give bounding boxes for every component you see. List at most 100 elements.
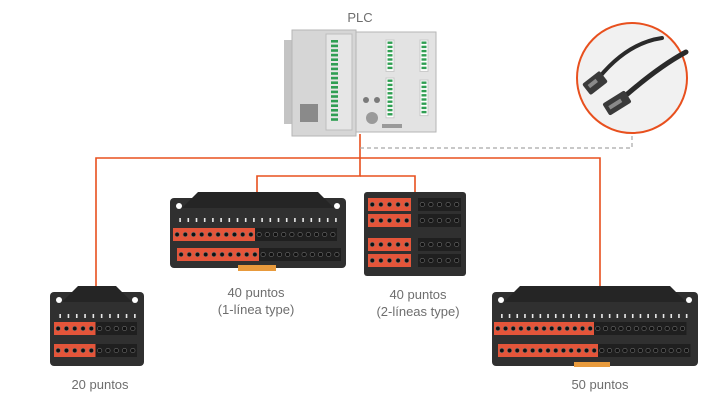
- din-latch: [238, 265, 276, 271]
- terminal-screw: [395, 242, 401, 248]
- terminal-screw: [182, 232, 188, 238]
- terminal-screw: [378, 242, 384, 248]
- terminal-screw: [378, 202, 384, 208]
- terminal-screw: [514, 347, 520, 353]
- terminal-screw: [454, 218, 460, 224]
- terminal-screw: [645, 347, 651, 353]
- terminal-screw: [676, 347, 682, 353]
- terminal-screw: [55, 325, 61, 331]
- terminal-screw: [130, 325, 136, 331]
- terminal-screw: [549, 325, 555, 331]
- terminal-screw: [386, 257, 392, 263]
- terminal-screw: [334, 252, 340, 258]
- terminal-screw: [684, 347, 690, 353]
- terminal-screw: [568, 347, 574, 353]
- terminal-screw: [436, 218, 442, 224]
- terminal-screw: [330, 232, 336, 238]
- terminal-screw: [626, 325, 632, 331]
- terminal-screw: [174, 232, 180, 238]
- plc-mini-din: [366, 112, 378, 124]
- terminal-screw: [297, 232, 303, 238]
- terminal-screw: [256, 232, 262, 238]
- terminal-screw: [88, 325, 94, 331]
- terminal-screw: [507, 347, 513, 353]
- terminal-screw: [664, 325, 670, 331]
- terminal-screw: [97, 347, 103, 353]
- terminal-screw: [122, 325, 128, 331]
- terminal-screw: [369, 202, 375, 208]
- terminal-screw: [530, 347, 536, 353]
- terminal-screw: [454, 242, 460, 248]
- terminal-screw: [105, 325, 111, 331]
- terminal-screw: [556, 325, 562, 331]
- terminal-block: [173, 228, 255, 241]
- terminal-screw: [386, 218, 392, 224]
- terminal-screw: [186, 252, 192, 258]
- terminal-screw: [610, 325, 616, 331]
- terminal-screw: [55, 347, 61, 353]
- wire-to-40-2line: [360, 175, 416, 196]
- wire-to-50: [360, 157, 601, 288]
- terminal-screw: [322, 232, 328, 238]
- terminal-screw: [618, 325, 624, 331]
- terminal-module-50: [492, 286, 698, 367]
- terminal-screw: [537, 347, 543, 353]
- terminal-screw: [454, 202, 460, 208]
- terminal-screw: [436, 202, 442, 208]
- terminal-screw: [113, 347, 119, 353]
- terminal-screw: [419, 202, 425, 208]
- terminal-screw: [499, 347, 505, 353]
- terminal-screw: [641, 325, 647, 331]
- terminal-screw: [603, 325, 609, 331]
- terminal-screw: [649, 325, 655, 331]
- terminal-screw: [223, 232, 229, 238]
- terminal-screw: [326, 252, 332, 258]
- terminal-screw: [560, 347, 566, 353]
- terminal-screw: [419, 218, 425, 224]
- terminal-screw: [630, 347, 636, 353]
- mounting-hole: [132, 297, 138, 303]
- terminal-screw: [445, 257, 451, 263]
- terminal-screw: [313, 232, 319, 238]
- terminal-screw: [395, 202, 401, 208]
- terminal-screw: [191, 232, 197, 238]
- terminal-screw: [495, 325, 501, 331]
- terminal-screw: [236, 252, 242, 258]
- terminal-screw: [260, 252, 266, 258]
- terminal-screw: [281, 232, 287, 238]
- terminal-screw: [454, 257, 460, 263]
- mounting-hole: [686, 297, 692, 303]
- terminal-screw: [404, 202, 410, 208]
- terminal-screw: [244, 252, 250, 258]
- terminal-screw: [215, 232, 221, 238]
- terminal-screw: [240, 232, 246, 238]
- plc-ethernet-port: [300, 104, 318, 122]
- terminal-screw: [572, 325, 578, 331]
- terminal-screw: [272, 232, 278, 238]
- terminal-screw: [672, 325, 678, 331]
- terminal-screw: [203, 252, 209, 258]
- terminal-screw: [211, 252, 217, 258]
- terminal-screw: [369, 218, 375, 224]
- terminal-module-40-1line: [170, 192, 346, 271]
- terminal-screw: [510, 325, 516, 331]
- terminal-screw: [445, 242, 451, 248]
- plc-rail: [284, 40, 294, 124]
- terminal-screw: [607, 347, 613, 353]
- terminal-screw: [533, 325, 539, 331]
- terminal-screw: [207, 232, 213, 238]
- terminal-screw: [232, 232, 238, 238]
- terminal-screw: [656, 325, 662, 331]
- plc-unit: [284, 29, 437, 137]
- module-40-1line-sublabel: (1-línea type): [217, 302, 295, 317]
- terminal-screw: [436, 257, 442, 263]
- mounting-hole: [56, 297, 62, 303]
- terminal-screw: [503, 325, 509, 331]
- module-header: [62, 286, 132, 302]
- terminal-screw: [553, 347, 559, 353]
- terminal-screw: [445, 218, 451, 224]
- terminal-screw: [436, 242, 442, 248]
- terminal-screw: [580, 325, 586, 331]
- terminal-screw: [584, 347, 590, 353]
- terminal-screw: [395, 257, 401, 263]
